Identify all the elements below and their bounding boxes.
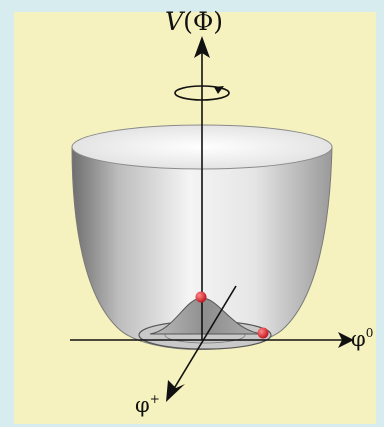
rotation-arrow-icon xyxy=(174,85,230,101)
potential-arrow-head-icon xyxy=(194,36,210,58)
phi-plus-arrow-head-icon xyxy=(166,380,185,402)
phi-plus-axis-line xyxy=(171,285,237,393)
phi0-arrow-head-icon xyxy=(338,332,354,348)
symmetric-point xyxy=(195,291,207,303)
phi0-axis-label: φ0 xyxy=(351,326,374,351)
phi-plus-axis-label: φ+ xyxy=(135,392,160,417)
potential-axis-label: V(Φ) xyxy=(165,7,224,36)
vacuum-point xyxy=(257,327,269,339)
